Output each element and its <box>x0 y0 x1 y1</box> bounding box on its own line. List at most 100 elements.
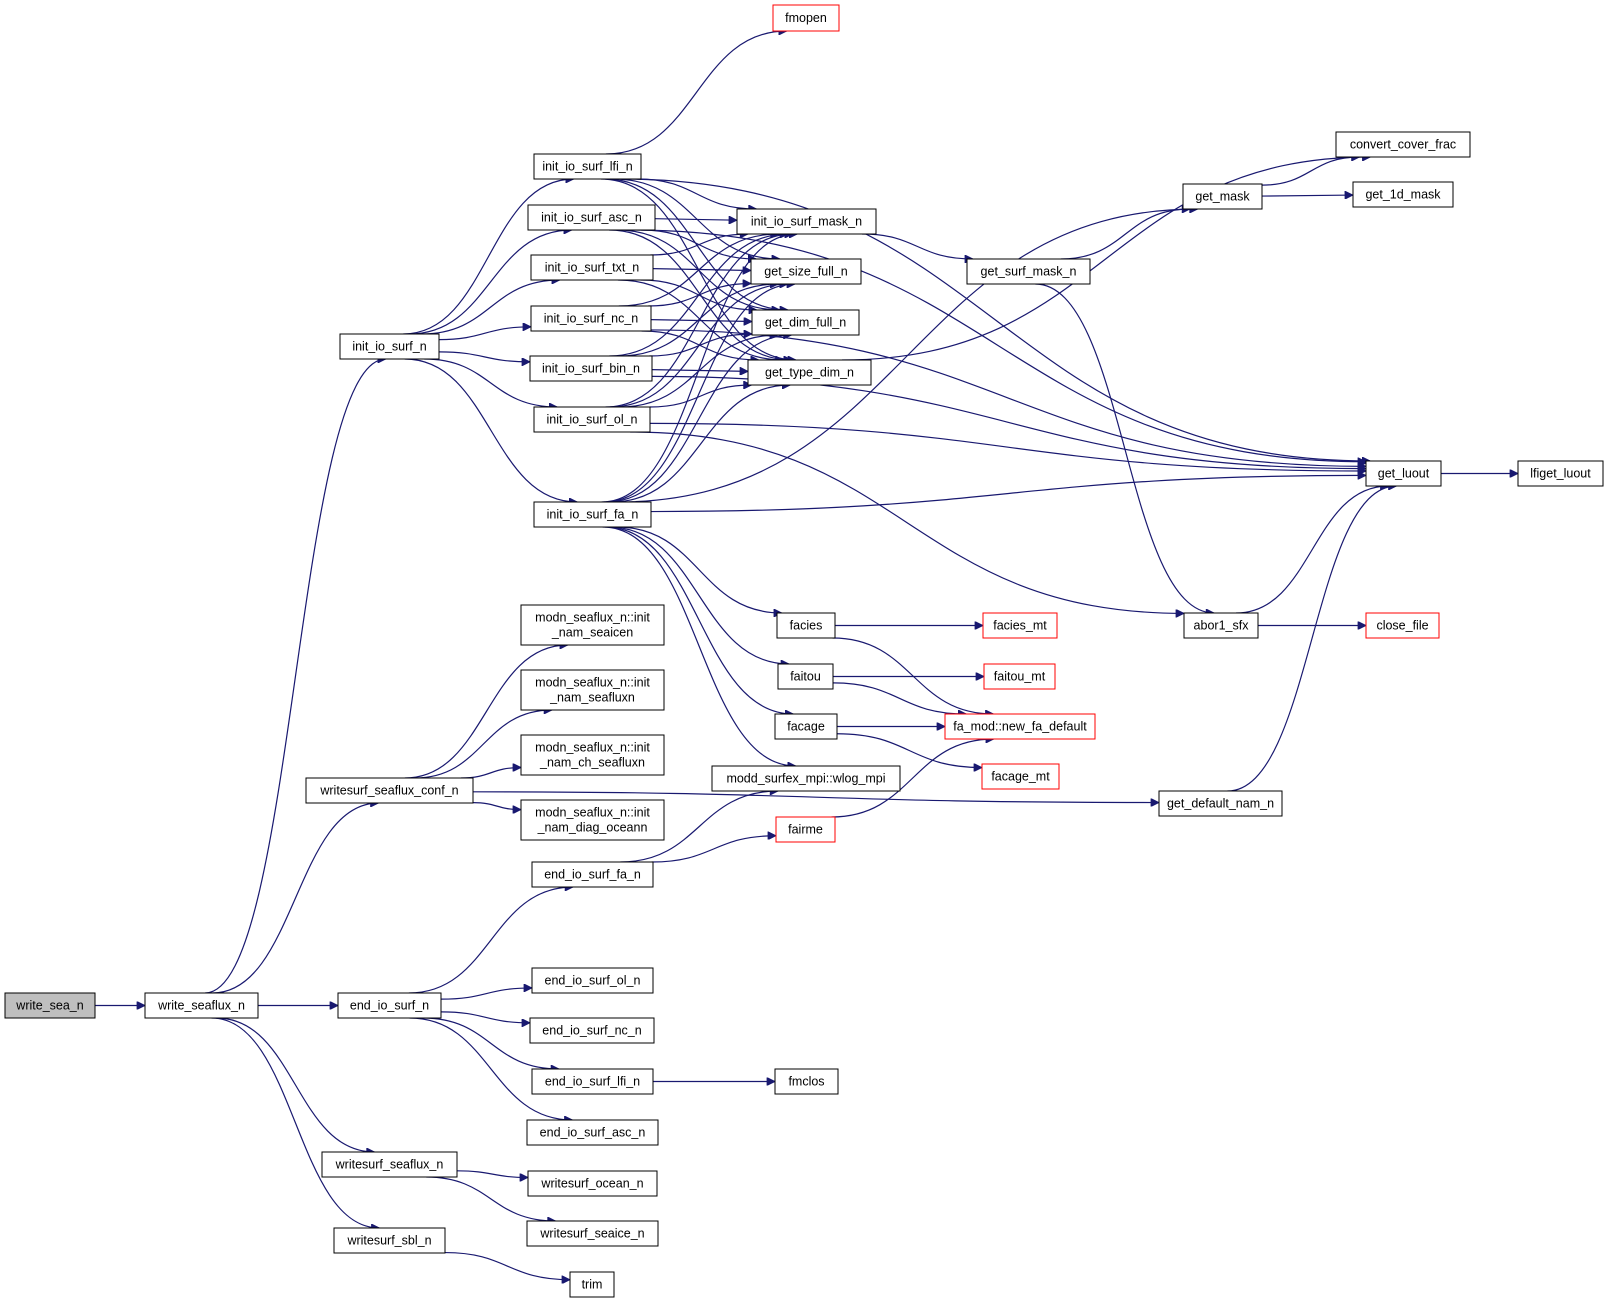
node-box[interactable] <box>531 967 654 994</box>
node-writesurf-ocean-n[interactable]: writesurf_ocean_n <box>527 1170 658 1197</box>
node-box[interactable] <box>305 777 474 804</box>
node-box[interactable] <box>533 153 642 180</box>
node-end-io-surf-asc-n[interactable]: end_io_surf_asc_n <box>526 1119 659 1146</box>
node-box[interactable] <box>772 4 840 32</box>
node-box[interactable] <box>747 359 872 386</box>
node-init-nam-seaicen[interactable]: modn_seaflux_n::init_nam_seaicen <box>520 604 665 646</box>
node-write-sea-n[interactable]: write_sea_n <box>4 992 96 1019</box>
node-end-io-surf-fa-n[interactable]: end_io_surf_fa_n <box>531 861 654 888</box>
node-facies-mt[interactable]: facies_mt <box>982 612 1058 639</box>
node-box[interactable] <box>983 663 1056 690</box>
node-box[interactable] <box>944 713 1096 740</box>
node-convert-cover-frac[interactable]: convert_cover_frac <box>1335 131 1471 158</box>
node-end-io-surf-ol-n[interactable]: end_io_surf_ol_n <box>531 967 654 994</box>
node-box[interactable] <box>339 333 440 360</box>
node-lfiget-luout[interactable]: lfiget_luout <box>1517 460 1604 487</box>
node-facage-mt[interactable]: facage_mt <box>981 763 1060 790</box>
node-writesurf-seaice-n[interactable]: writesurf_seaice_n <box>526 1220 659 1247</box>
node-init-nam-ch-seafluxn[interactable]: modn_seaflux_n::init_nam_ch_seafluxn <box>520 734 665 776</box>
node-box[interactable] <box>337 992 442 1019</box>
node-init-io-surf-fa-n[interactable]: init_io_surf_fa_n <box>533 501 652 528</box>
node-get-surf-mask-n[interactable]: get_surf_mask_n <box>966 258 1091 285</box>
node-box[interactable] <box>533 501 652 528</box>
node-box[interactable] <box>144 992 259 1019</box>
node-box[interactable] <box>736 208 877 235</box>
node-box[interactable] <box>520 604 665 646</box>
node-end-io-surf-lfi-n[interactable]: end_io_surf_lfi_n <box>531 1068 654 1095</box>
node-init-io-surf-n[interactable]: init_io_surf_n <box>339 333 440 360</box>
node-writesurf-seaflux-conf-n[interactable]: writesurf_seaflux_conf_n <box>305 777 474 804</box>
node-get-mask[interactable]: get_mask <box>1182 183 1263 210</box>
node-get-type-dim-n[interactable]: get_type_dim_n <box>747 359 872 386</box>
node-box[interactable] <box>966 258 1091 285</box>
node-get-luout[interactable]: get_luout <box>1365 460 1442 487</box>
node-box[interactable] <box>4 992 96 1019</box>
node-box[interactable] <box>1352 181 1454 208</box>
node-box[interactable] <box>774 713 838 740</box>
node-init-io-surf-ol-n[interactable]: init_io_surf_ol_n <box>533 406 651 433</box>
node-box[interactable] <box>520 734 665 776</box>
node-box[interactable] <box>333 1227 446 1254</box>
node-box[interactable] <box>777 663 834 690</box>
node-box[interactable] <box>751 309 860 336</box>
node-box[interactable] <box>1335 131 1471 158</box>
node-box[interactable] <box>1365 460 1442 487</box>
node-get-size-full-n[interactable]: get_size_full_n <box>750 258 862 285</box>
node-init-io-surf-asc-n[interactable]: init_io_surf_asc_n <box>527 204 656 231</box>
node-box[interactable] <box>982 612 1058 639</box>
node-box[interactable] <box>1158 790 1283 817</box>
node-end-io-surf-n[interactable]: end_io_surf_n <box>337 992 442 1019</box>
node-box[interactable] <box>1182 183 1263 210</box>
node-init-io-surf-txt-n[interactable]: init_io_surf_txt_n <box>530 254 654 281</box>
node-box[interactable] <box>531 1068 654 1095</box>
node-new-fa-default[interactable]: fa_mod::new_fa_default <box>944 713 1096 740</box>
node-fmopen[interactable]: fmopen <box>772 4 840 32</box>
node-writesurf-sbl-n[interactable]: writesurf_sbl_n <box>333 1227 446 1254</box>
node-box[interactable] <box>520 669 665 711</box>
node-box[interactable] <box>1517 460 1604 487</box>
node-init-io-surf-nc-n[interactable]: init_io_surf_nc_n <box>530 305 652 332</box>
node-write-seaflux-n[interactable]: write_seaflux_n <box>144 992 259 1019</box>
node-wlog-mpi[interactable]: modd_surfex_mpi::wlog_mpi <box>711 765 901 792</box>
node-box[interactable] <box>775 816 836 843</box>
node-box[interactable] <box>1183 612 1259 639</box>
node-close-file[interactable]: close_file <box>1365 612 1440 639</box>
node-box[interactable] <box>526 1119 659 1146</box>
node-box[interactable] <box>529 1017 655 1044</box>
node-box[interactable] <box>776 612 836 639</box>
node-end-io-surf-nc-n[interactable]: end_io_surf_nc_n <box>529 1017 655 1044</box>
node-box[interactable] <box>531 861 654 888</box>
node-box[interactable] <box>981 763 1060 790</box>
node-box[interactable] <box>530 305 652 332</box>
node-trim[interactable]: trim <box>569 1271 615 1298</box>
node-init-io-surf-mask-n[interactable]: init_io_surf_mask_n <box>736 208 877 235</box>
node-box[interactable] <box>520 799 665 841</box>
node-box[interactable] <box>569 1271 615 1298</box>
node-fmclos[interactable]: fmclos <box>774 1068 839 1095</box>
node-box[interactable] <box>527 1170 658 1197</box>
node-init-nam-seafluxn[interactable]: modn_seaflux_n::init_nam_seafluxn <box>520 669 665 711</box>
node-box[interactable] <box>1365 612 1440 639</box>
node-init-io-surf-bin-n[interactable]: init_io_surf_bin_n <box>529 355 653 382</box>
node-writesurf-seaflux-n[interactable]: writesurf_seaflux_n <box>321 1151 458 1178</box>
node-box[interactable] <box>530 254 654 281</box>
node-box[interactable] <box>750 258 862 285</box>
node-box[interactable] <box>321 1151 458 1178</box>
node-get-1d-mask[interactable]: get_1d_mask <box>1352 181 1454 208</box>
node-get-default-nam-n[interactable]: get_default_nam_n <box>1158 790 1283 817</box>
node-facage[interactable]: facage <box>774 713 838 740</box>
node-faitou-mt[interactable]: faitou_mt <box>983 663 1056 690</box>
node-box[interactable] <box>774 1068 839 1095</box>
node-box[interactable] <box>529 355 653 382</box>
node-init-io-surf-lfi-n[interactable]: init_io_surf_lfi_n <box>533 153 642 180</box>
node-box[interactable] <box>711 765 901 792</box>
node-box[interactable] <box>533 406 651 433</box>
node-fairme[interactable]: fairme <box>775 816 836 843</box>
node-faitou[interactable]: faitou <box>777 663 834 690</box>
node-get-dim-full-n[interactable]: get_dim_full_n <box>751 309 860 336</box>
node-box[interactable] <box>526 1220 659 1247</box>
node-abor1-sfx[interactable]: abor1_sfx <box>1183 612 1259 639</box>
node-box[interactable] <box>527 204 656 231</box>
node-init-nam-diag-oceann[interactable]: modn_seaflux_n::init_nam_diag_oceann <box>520 799 665 841</box>
node-facies[interactable]: facies <box>776 612 836 639</box>
